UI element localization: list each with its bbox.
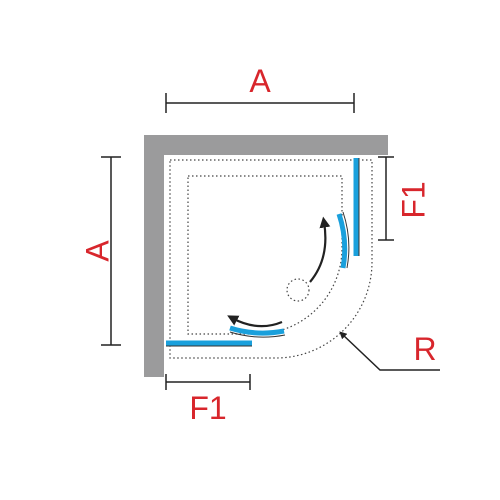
left-wall [144, 135, 164, 377]
bottom-sliding-door-edge [229, 331, 286, 338]
dimension-label-left-a: A [79, 240, 115, 262]
curved-arrow-left-icon [227, 315, 283, 328]
dimension-left-depth: A [79, 156, 121, 346]
tray-outer-outline [169, 159, 373, 359]
drain-icon [286, 278, 310, 302]
corner-walls [144, 135, 388, 377]
dimension-label-bottom-f1: F1 [189, 390, 226, 426]
curved-arrow-up-icon [309, 216, 331, 283]
dimension-right-fixed-panel: F1 [378, 156, 431, 241]
dimension-top-width: A [165, 63, 355, 113]
bottom-sliding-door [229, 325, 285, 336]
dimension-label-right-f1: F1 [395, 181, 431, 218]
dimension-label-top-a: A [249, 63, 271, 99]
radius-callout: R [339, 331, 440, 371]
right-sliding-door-edge [342, 211, 350, 269]
top-wall [144, 135, 388, 155]
right-sliding-door [336, 213, 348, 269]
tray-inner-outline [187, 175, 343, 335]
dimension-label-radius: R [413, 331, 436, 367]
glass-panels [166, 158, 360, 347]
dimension-bottom-fixed-panel: F1 [165, 374, 251, 426]
